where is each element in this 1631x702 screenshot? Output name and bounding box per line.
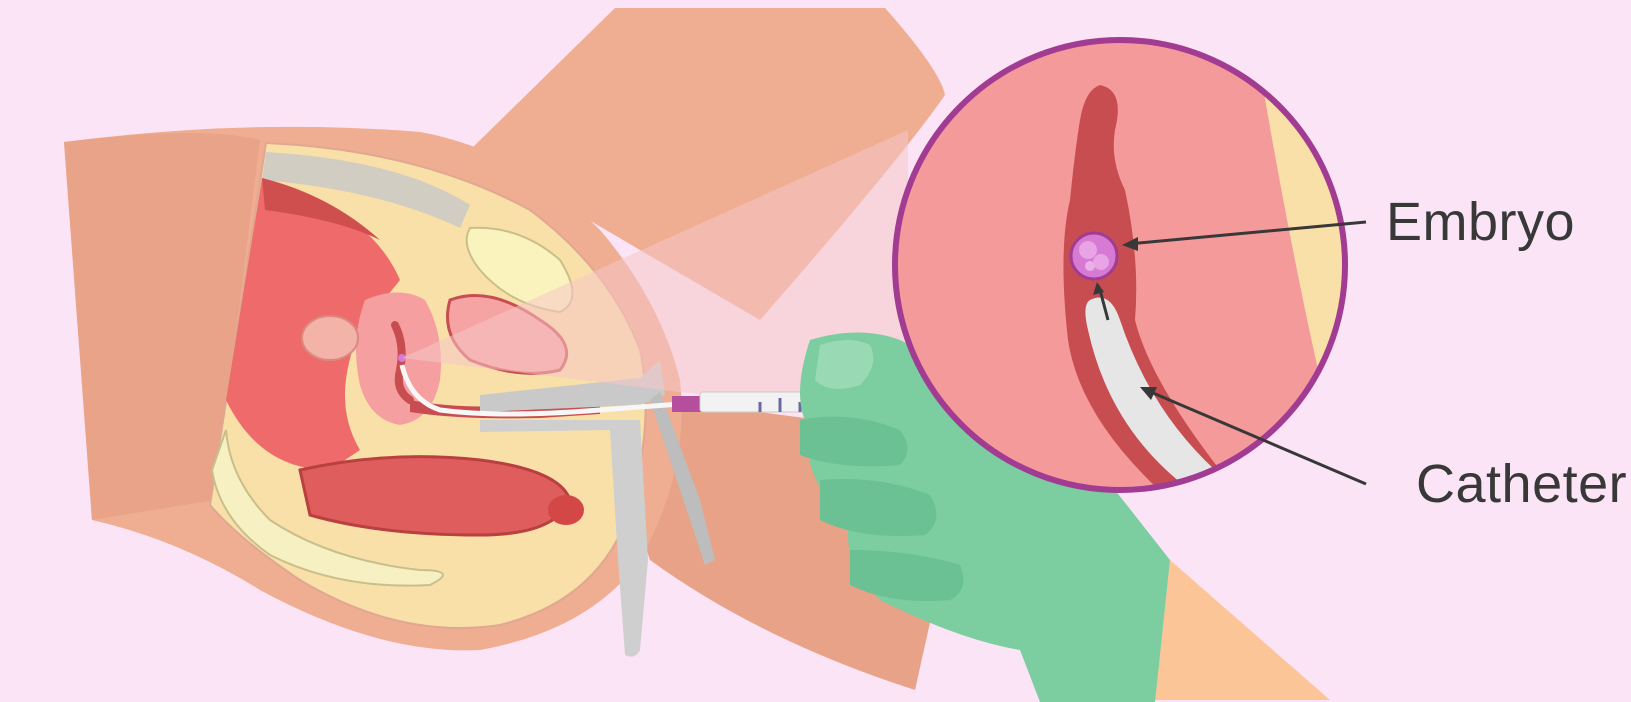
ovary xyxy=(302,316,358,360)
anus xyxy=(548,495,584,525)
catheter-label: Catheter xyxy=(1416,453,1627,515)
embryo-icon xyxy=(1071,233,1117,279)
embryo-label: Embryo xyxy=(1386,191,1575,253)
